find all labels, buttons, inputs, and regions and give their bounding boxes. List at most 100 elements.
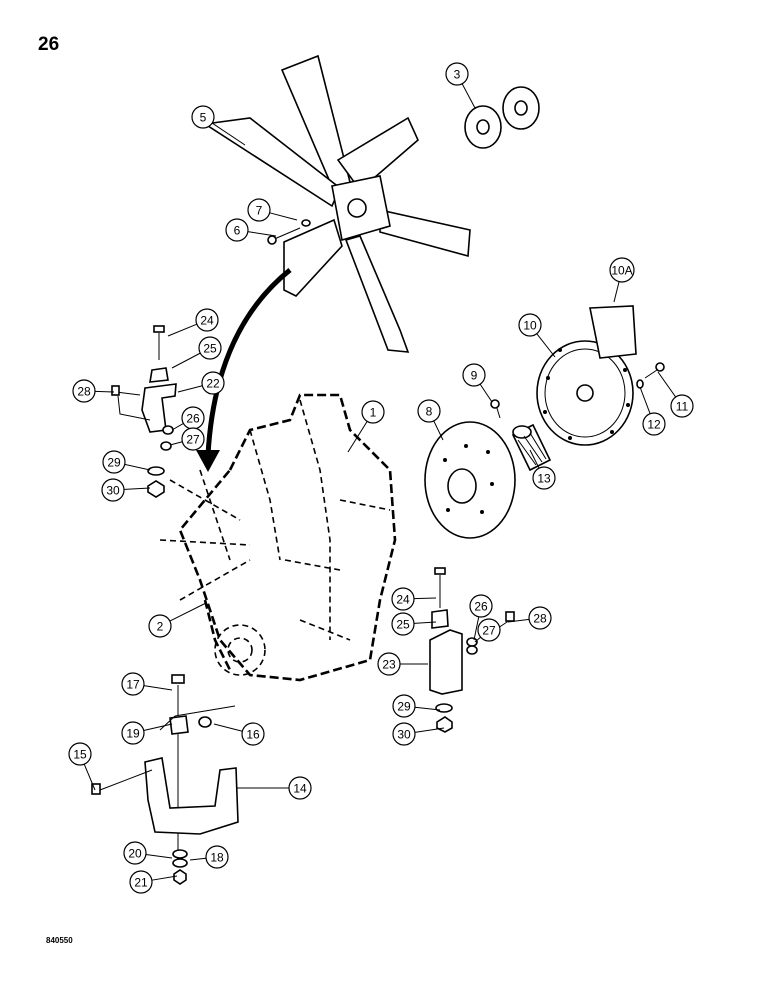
front-support-assembly	[91, 674, 239, 885]
callout-circle	[205, 845, 229, 869]
callout-leader	[474, 636, 481, 643]
callout-number: 24	[200, 314, 214, 328]
right-mount-assembly	[429, 567, 515, 733]
cover-plate	[589, 305, 637, 359]
callout-number: 23	[382, 658, 396, 672]
callout-leader	[189, 857, 207, 861]
callout-leader	[461, 83, 476, 109]
callout-number: 28	[77, 385, 91, 399]
left-mount-washer	[147, 466, 165, 476]
callout-circle	[445, 62, 469, 86]
callout-circle	[417, 399, 441, 423]
callout-circle	[247, 198, 271, 222]
callout-circle	[195, 308, 219, 332]
callout-leader	[414, 706, 441, 711]
callout-number: 18	[210, 851, 224, 865]
callout-number: 29	[107, 456, 121, 470]
spacer-rear-bore	[514, 100, 528, 116]
callout-circle	[225, 218, 249, 242]
callout-number: 19	[126, 727, 140, 741]
callout-leader	[145, 853, 173, 859]
callout-leader	[414, 727, 445, 733]
callout-leader	[143, 685, 173, 691]
left-mount-cushion	[149, 367, 169, 383]
fan-blade-lower-left	[283, 218, 343, 297]
callout-number: 6	[234, 224, 241, 238]
callout-circle	[201, 371, 225, 395]
callout-leader	[639, 386, 651, 414]
callout-leader	[169, 441, 183, 446]
fan-washer	[301, 219, 311, 227]
callout-number: 10	[523, 319, 537, 333]
callout-circle	[392, 722, 416, 746]
callout-number: 29	[397, 700, 411, 714]
spacers	[464, 86, 540, 149]
spline-shaft	[511, 423, 552, 472]
callout-leader	[169, 602, 207, 622]
callout-leader	[413, 621, 437, 624]
callout-leader	[433, 420, 444, 441]
callout-circle	[101, 478, 125, 502]
callout-number: 10A	[611, 264, 632, 278]
callout-circle	[670, 394, 694, 418]
callout-number: 3	[454, 68, 461, 82]
flywheel-housing	[536, 340, 634, 446]
fan-blade-lower-right	[379, 209, 471, 258]
callout-circle	[391, 587, 415, 611]
fan-blade-right	[336, 116, 419, 192]
right-mount-cushion	[431, 609, 449, 629]
callout-number: 12	[647, 418, 661, 432]
callout-circle	[528, 606, 552, 630]
callout-circle	[121, 672, 145, 696]
callout-number: 13	[537, 472, 551, 486]
callout-leader	[143, 723, 173, 732]
callout-number: 27	[482, 624, 496, 638]
plate-bolt	[490, 399, 501, 419]
callout-leader	[151, 875, 178, 881]
left-mount-nut	[147, 480, 165, 498]
callout-labels: 123567891010A111213141516171819202122232…	[68, 62, 694, 894]
right-mount-block	[429, 629, 463, 695]
callout-number: 14	[293, 782, 307, 796]
callout-leader	[507, 618, 530, 623]
support-nut	[173, 869, 187, 885]
callout-number: 20	[128, 847, 142, 861]
callout-leader	[413, 597, 437, 600]
callout-number: 25	[396, 618, 410, 632]
callout-number: 26	[474, 600, 488, 614]
callout-number: 16	[246, 728, 260, 742]
callout-leader	[347, 421, 368, 453]
callout-circle	[148, 614, 172, 638]
callout-circle	[532, 466, 556, 490]
callout-circle	[288, 776, 312, 800]
callout-number: 2	[157, 620, 164, 634]
callout-number: 22	[206, 377, 220, 391]
callout-number: 8	[426, 405, 433, 419]
callout-leader	[247, 231, 277, 237]
callout-circle	[518, 313, 542, 337]
callout-circle	[68, 742, 92, 766]
callout-leader	[124, 463, 151, 471]
fan-bolt	[267, 219, 311, 245]
right-mount-washer	[435, 703, 453, 713]
callout-circle	[198, 336, 222, 360]
callout-circle	[361, 400, 385, 424]
callout-number: 11	[676, 400, 689, 414]
drawing-code: 840550	[46, 936, 73, 945]
spacer-front-bore	[476, 119, 490, 135]
callout-number: 30	[106, 484, 120, 498]
callout-number: 24	[396, 593, 410, 607]
callout-circle	[392, 694, 416, 718]
callout-number: 1	[370, 406, 377, 420]
callout-circle	[102, 450, 126, 474]
page-number: 26	[38, 34, 60, 55]
housing-washer	[636, 379, 644, 389]
right-mount-nut	[436, 716, 453, 733]
callout-number: 27	[186, 433, 200, 447]
install-arrow	[205, 268, 292, 456]
callout-leader	[213, 723, 243, 732]
callout-number: 21	[134, 876, 148, 890]
callout-leader	[657, 371, 677, 398]
callout-number: 30	[397, 728, 411, 742]
